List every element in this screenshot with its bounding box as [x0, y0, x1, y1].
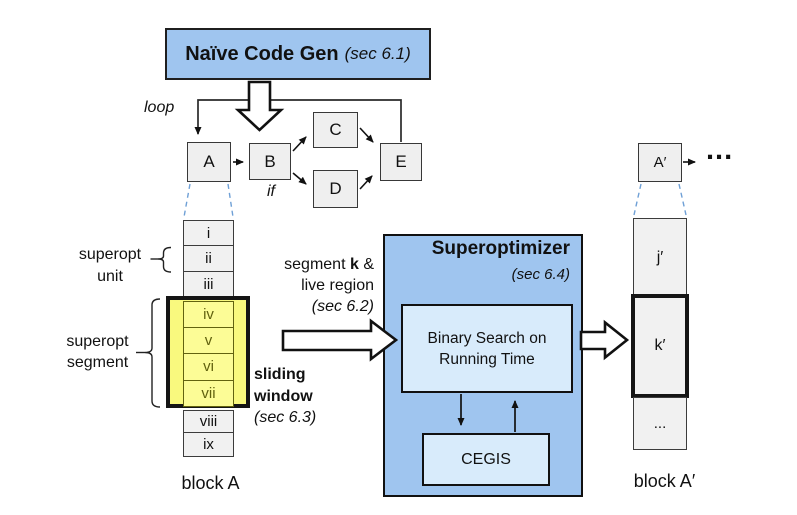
- cell-ix-label: ix: [203, 436, 214, 453]
- if-label: if: [267, 183, 275, 200]
- block-a-cell-i: i: [183, 220, 234, 246]
- binary-search-line1: Binary Search on: [427, 329, 547, 347]
- block-a-prime-caption: block A′: [633, 471, 696, 491]
- hollow-arrow-segment-to-superoptimizer: [281, 318, 399, 362]
- unit-brace: [157, 246, 172, 273]
- cfg-node-d-label: D: [329, 179, 342, 198]
- cell-i-label: i: [206, 224, 211, 242]
- block-a-cell-vii: vii: [183, 380, 234, 407]
- cfg-node-b-label: B: [264, 151, 276, 171]
- superopt-unit-label: superopt unit: [66, 244, 154, 288]
- cfg-node-a-label: A: [203, 152, 215, 171]
- superopt-unit-line1: superopt: [78, 246, 142, 263]
- cell-j-prime-label: j′: [656, 248, 664, 266]
- cegis-box: CEGIS: [422, 433, 550, 486]
- block-a-prime-cell-k: k′: [631, 294, 689, 398]
- cfg-node-c-label: C: [329, 120, 342, 139]
- naive-codegen-box: Naïve Code Gen (sec 6.1): [165, 28, 431, 80]
- block-a-cell-iv: iv: [183, 301, 234, 328]
- block-a-cell-v: v: [183, 327, 234, 354]
- block-a-caption: block A: [181, 473, 240, 493]
- block-a-cell-ii: ii: [183, 244, 234, 272]
- cfg-node-a: A: [187, 142, 231, 182]
- window-line: window: [254, 387, 313, 405]
- dashed-expand-a-left: [183, 183, 191, 218]
- dashed-expand-a-prime-left: [633, 183, 642, 216]
- cfg-node-e-label: E: [395, 152, 407, 171]
- block-a-cell-vi: vi: [183, 353, 234, 381]
- block-a-cell-viii: viii: [183, 409, 234, 434]
- superopt-unit-line2: unit: [97, 268, 123, 285]
- binary-search-box: Binary Search on Running Time: [401, 304, 573, 393]
- cell-k-prime-label: k′: [654, 337, 666, 354]
- loop-label: loop: [144, 99, 175, 116]
- cfg-node-c: C: [313, 112, 358, 148]
- block-a-cell-ix: ix: [183, 432, 234, 457]
- sliding-window-label: sliding window (sec 6.3): [254, 364, 316, 429]
- segment-post: &: [358, 256, 374, 273]
- cfg-node-d: D: [313, 170, 358, 208]
- cell-ii-label: ii: [205, 249, 212, 267]
- dashed-expand-a-prime-right: [678, 183, 687, 216]
- block-a-prime-cell-j: j′: [633, 218, 687, 297]
- cell-more-label: ...: [653, 415, 667, 432]
- binary-search-line2: Running Time: [439, 350, 535, 368]
- hollow-arrow-superoptimizer-to-k-prime: [579, 319, 630, 361]
- cfg-node-a-prime: A′: [638, 143, 682, 182]
- segment-k-line: segment k &: [248, 254, 374, 275]
- segment-k: k: [349, 256, 359, 273]
- cell-vi-label: vi: [203, 358, 214, 376]
- cell-vii-label: vii: [201, 385, 216, 402]
- cell-viii-label: viii: [199, 413, 218, 430]
- naive-codegen-section: (sec 6.1): [344, 44, 411, 63]
- superoptimizer-section: (sec 6.4): [511, 266, 570, 283]
- cegis-label: CEGIS: [461, 450, 511, 468]
- arrow-d-to-e: [359, 175, 373, 190]
- segment-brace: [144, 298, 161, 408]
- hollow-arrow-codegen-down: [234, 80, 285, 132]
- arrow-b-to-d: [292, 172, 307, 185]
- segment-pre: segment: [284, 256, 350, 273]
- continuation-ellipsis: ...: [706, 134, 734, 166]
- naive-codegen-title: Naïve Code Gen: [185, 42, 339, 65]
- arrow-b-to-c: [292, 136, 307, 152]
- loop-back-edge-e-to-a: [194, 99, 402, 142]
- live-region-line: live region: [301, 277, 374, 294]
- dashed-expand-a-right: [227, 183, 234, 218]
- sliding-line: sliding: [254, 366, 306, 383]
- superopt-segment-line1: superopt: [66, 333, 129, 350]
- block-a-prime-cell-more: ...: [633, 397, 687, 450]
- block-a-cell-iii: iii: [183, 270, 234, 298]
- cell-v-label: v: [204, 332, 213, 349]
- superoptimizer-title: Superoptimizer: [431, 238, 570, 259]
- a-prime-label: A′: [653, 154, 667, 171]
- superopt-segment-line2: segment: [66, 353, 129, 371]
- cfg-node-b: B: [249, 143, 291, 180]
- arrow-c-to-e: [359, 127, 374, 143]
- cell-iii-label: iii: [203, 275, 214, 293]
- segment-live-region-label: segment k & live region (sec 6.2): [248, 254, 374, 317]
- cfg-node-e: E: [380, 143, 422, 181]
- sec-6-2-label: (sec 6.2): [311, 298, 374, 315]
- sec-6-3-label: (sec 6.3): [254, 409, 317, 426]
- superopt-segment-label: superopt segment: [50, 332, 145, 373]
- cell-iv-label: iv: [203, 306, 214, 323]
